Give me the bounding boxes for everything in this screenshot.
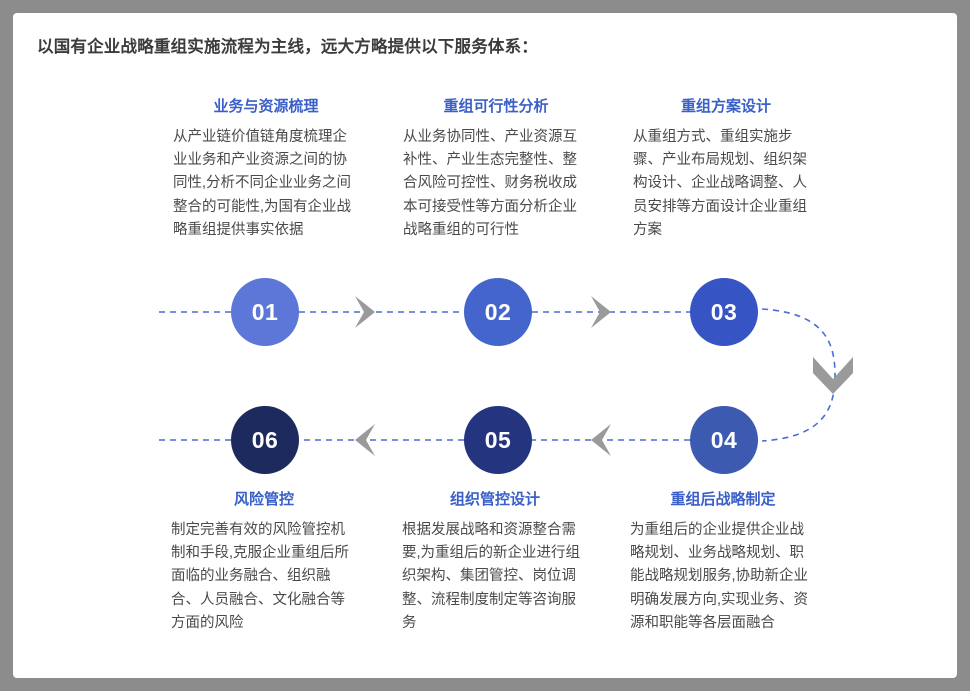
step-body-03: 从重组方式、重组实施步骤、产业布局规划、组织架构设计、企业战略调整、人员安排等方…: [633, 128, 807, 239]
step-column-04: 重组后战略制定 为重组后的企业提供企业战略规划、业务战略规划、职能战略规划服务,…: [630, 490, 816, 636]
step-body-01: 从产业链价值链角度梳理企业业务和产业资源之间的协同性,分析不同企业业务之间整合的…: [173, 128, 352, 239]
step-column-02: 重组可行性分析 从业务协同性、产业资源互补性、产业生态完整性、整合风险可控性、财…: [403, 97, 589, 243]
step-number-04: 04: [710, 426, 738, 453]
step-circle-06[interactable]: 06: [231, 406, 299, 474]
step-column-01: 业务与资源梳理 从产业链价值链角度梳理企业业务和产业资源之间的协同性,分析不同企…: [173, 97, 359, 243]
step-body-04: 为重组后的企业提供企业战略规划、业务战略规划、职能战略规划服务,协助新企业明确发…: [630, 521, 809, 632]
step-heading-01: 业务与资源梳理: [213, 98, 319, 115]
step-number-01: 01: [251, 298, 279, 325]
chevron-down-icon: [813, 357, 853, 394]
step-circle-04[interactable]: 04: [690, 406, 758, 474]
step-number-03: 03: [710, 298, 738, 325]
step-circle-03[interactable]: 03: [690, 278, 758, 346]
step-column-06: 风险管控 制定完善有效的风险管控机制和手段,克服企业重组后所面临的业务融合、组织…: [171, 490, 357, 636]
step-heading-05: 组织管控设计: [449, 491, 540, 508]
chevron-right-icon-1: [355, 296, 375, 328]
step-heading-06: 风险管控: [233, 491, 294, 508]
step-column-03: 重组方案设计 从重组方式、重组实施步骤、产业布局规划、组织架构设计、企业战略调整…: [633, 97, 819, 243]
step-heading-02: 重组可行性分析: [443, 98, 549, 115]
chevron-right-icon-2: [591, 296, 611, 328]
step-number-06: 06: [251, 426, 279, 453]
step-column-05: 组织管控设计 根据发展战略和资源整合需要,为重组后的新企业进行组织架构、集团管控…: [402, 490, 588, 636]
page-title: 以国有企业战略重组实施流程为主线，远大方略提供以下服务体系：: [37, 38, 538, 56]
step-body-06: 制定完善有效的风险管控机制和手段,克服企业重组后所面临的业务融合、组织融合、人员…: [171, 521, 350, 632]
step-body-02: 从业务协同性、产业资源互补性、产业生态完整性、整合风险可控性、财务税收成本可接受…: [403, 128, 577, 239]
step-circle-01[interactable]: 01: [231, 278, 299, 346]
chevron-left-icon-2: [355, 424, 375, 456]
curved-connector-03-to-04: [761, 308, 836, 442]
step-number-05: 05: [484, 426, 512, 453]
step-body-05: 根据发展战略和资源整合需要,为重组后的新企业进行组织架构、集团管控、岗位调整、流…: [402, 521, 581, 632]
chevron-left-icon-1: [591, 424, 611, 456]
step-number-02: 02: [484, 298, 512, 325]
step-circle-02[interactable]: 02: [464, 278, 532, 346]
flow-diagram-page: 以国有企业战略重组实施流程为主线，远大方略提供以下服务体系： 业务与资源梳理 从…: [13, 13, 957, 678]
step-circle-05[interactable]: 05: [464, 406, 532, 474]
step-heading-03: 重组方案设计: [680, 98, 771, 115]
step-heading-04: 重组后战略制定: [670, 491, 776, 508]
